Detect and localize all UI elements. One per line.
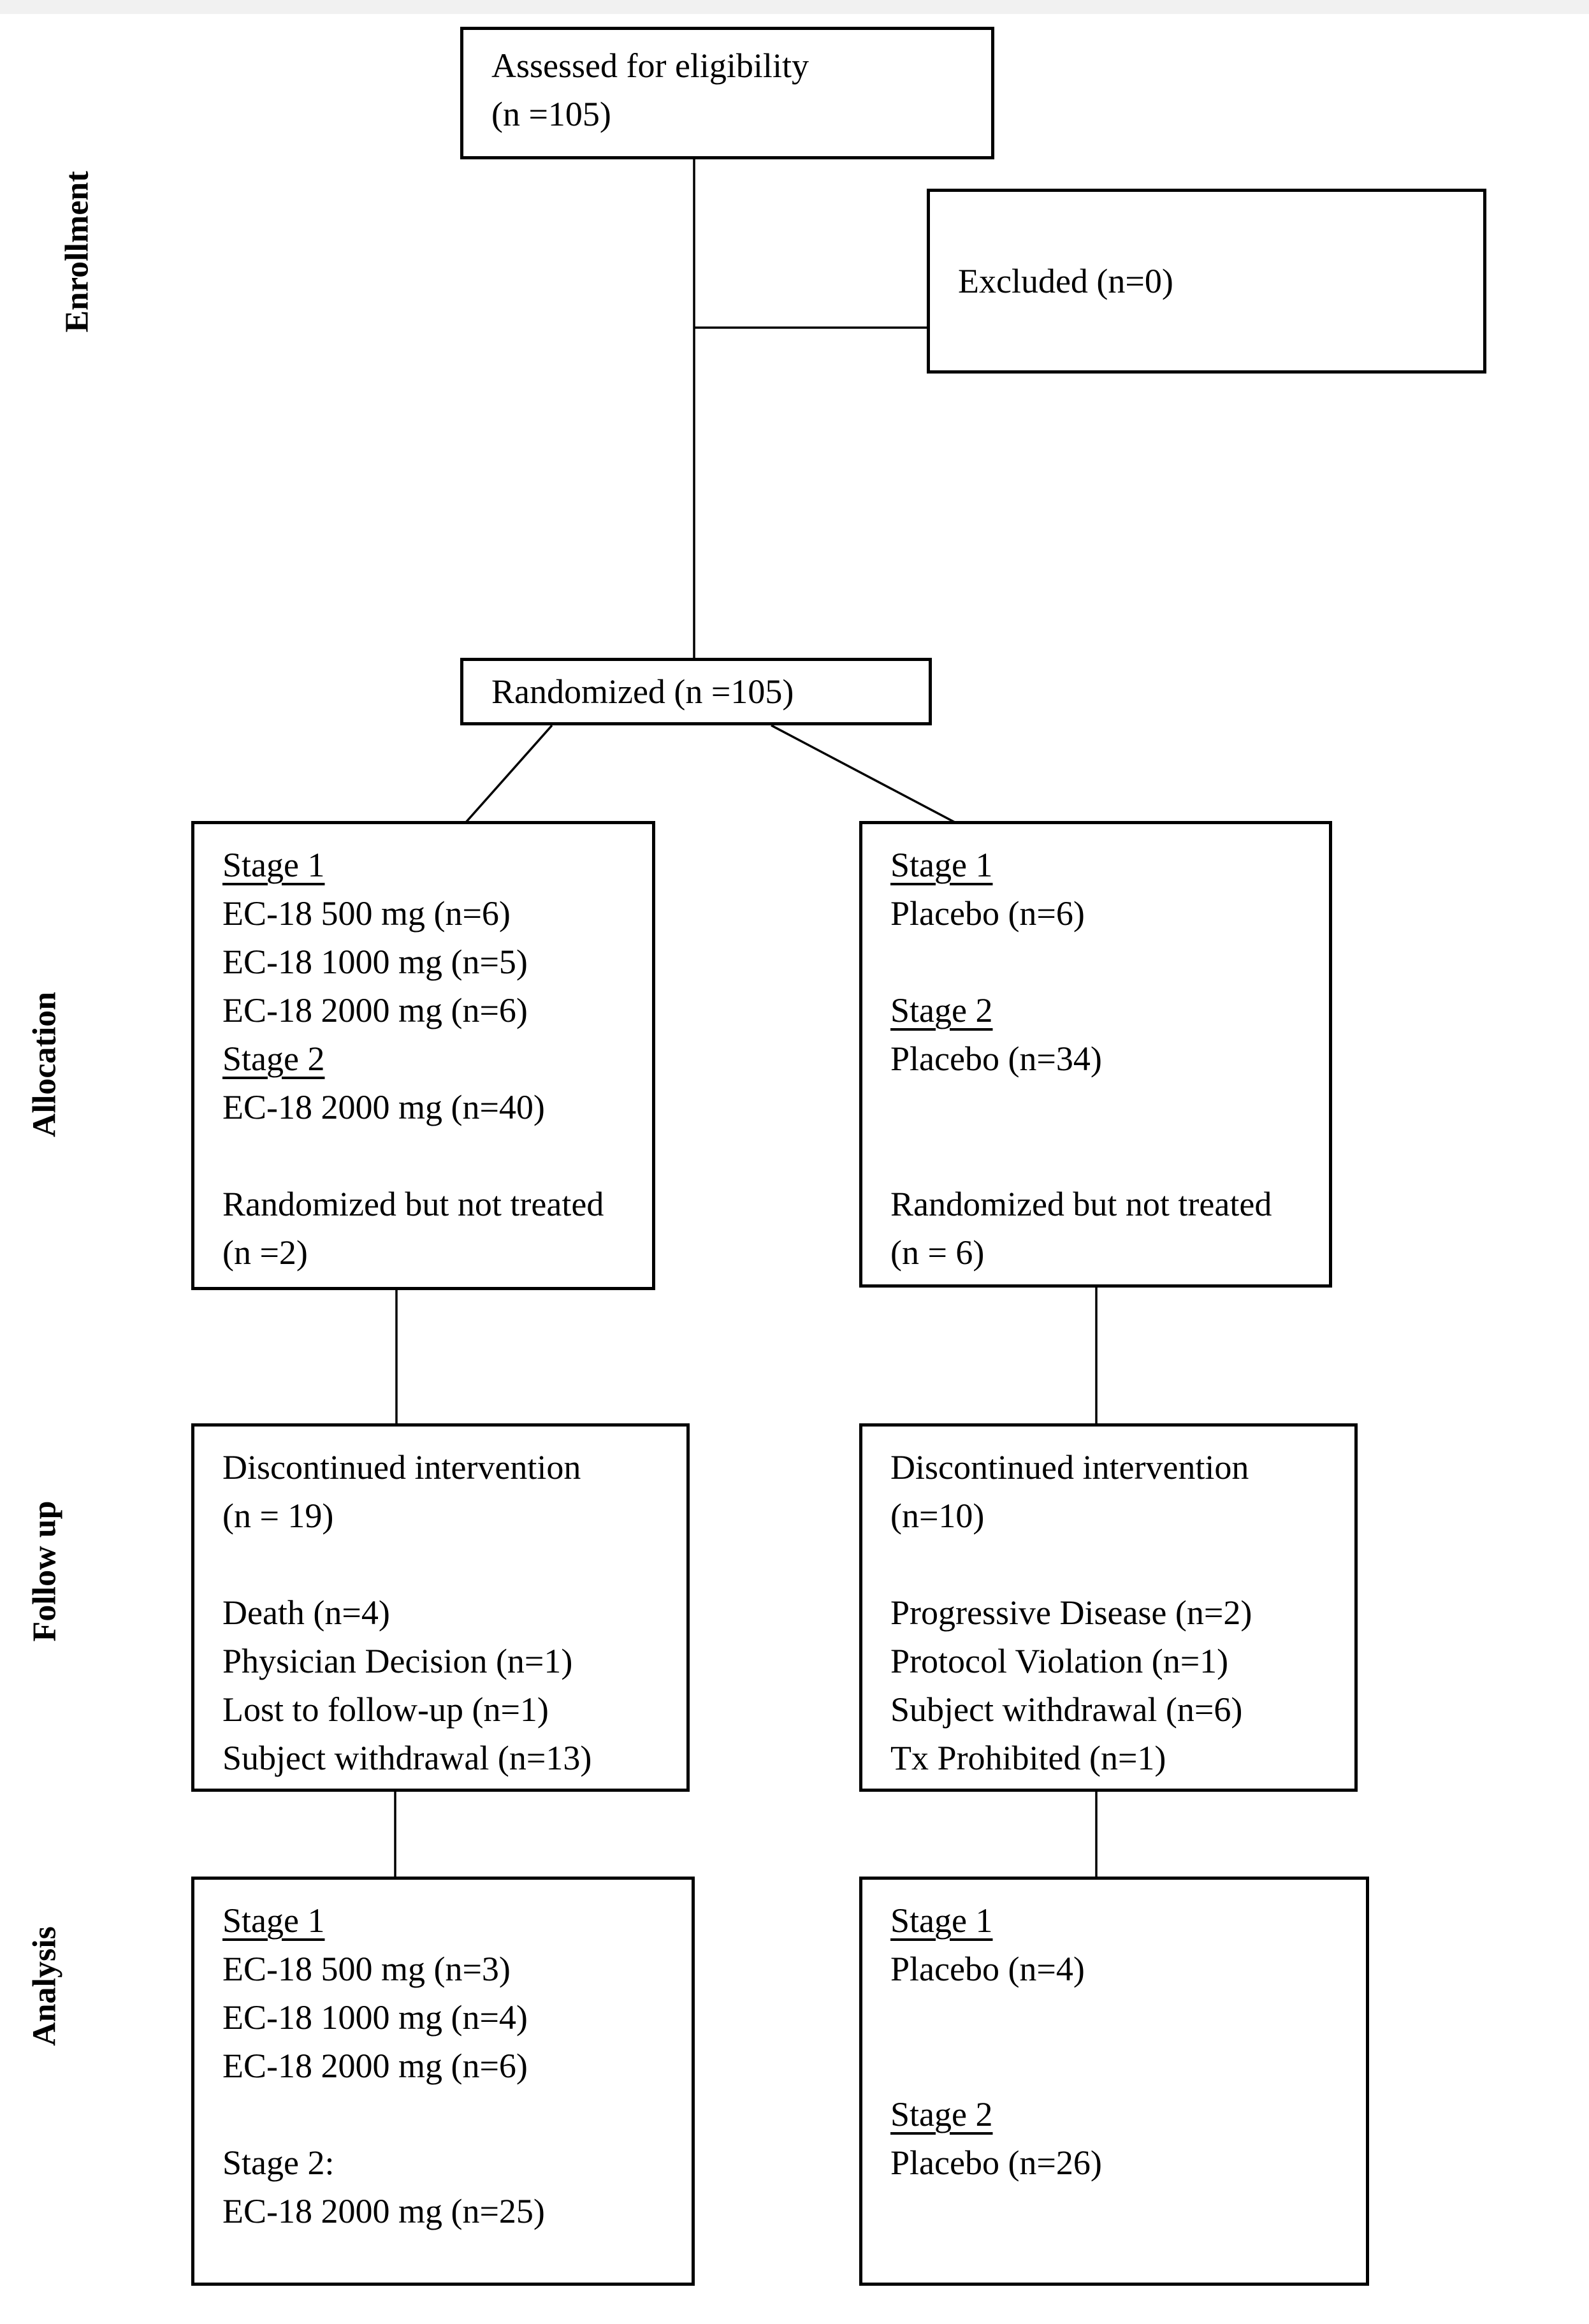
box-line xyxy=(890,1083,1317,1131)
box-line: (n = 6) xyxy=(890,1233,985,1272)
box-line: Stage 2 xyxy=(890,2095,993,2133)
box-line: Stage 2 xyxy=(222,1040,325,1078)
box-line: (n=10) xyxy=(890,1497,985,1535)
connector-randomized-to-allocation-left xyxy=(465,724,553,824)
allocation-placebo-box: Stage 1 Placebo (n=6) Stage 2 Placebo (n=3… xyxy=(859,821,1332,1288)
box-line: Subject withdrawal (n=13) xyxy=(222,1739,592,1777)
box-line: Randomized but not treated xyxy=(890,1185,1272,1223)
box-line: Tx Prohibited (n=1) xyxy=(890,1739,1166,1777)
box-line: Discontinued intervention xyxy=(222,1448,581,1486)
box-line: Stage 2 xyxy=(890,991,993,1029)
phase-label-follow-up: Follow up xyxy=(26,1500,63,1642)
box-line: EC-18 2000 mg (n=40) xyxy=(222,1088,545,1126)
assessed-for-eligibility-box: Assessed for eligibility (n =105) xyxy=(460,27,994,159)
allocation-treatment-box: Stage 1 EC-18 500 mg (n=6) EC-18 1000 mg (… xyxy=(191,821,655,1290)
box-line: Assessed for eligibility xyxy=(491,47,809,85)
connector-randomized-to-allocation-right xyxy=(771,724,955,824)
box-line: EC-18 2000 mg (n=25) xyxy=(222,2192,545,2230)
box-line xyxy=(890,1993,1354,2042)
box-line xyxy=(890,1131,1317,1180)
box-line xyxy=(222,1131,641,1180)
box-line: Discontinued intervention xyxy=(890,1448,1249,1486)
phase-label-allocation: Allocation xyxy=(26,991,63,1138)
box-line xyxy=(890,2042,1354,2090)
box-line: EC-18 2000 mg (n=6) xyxy=(222,2047,528,2085)
box-line: Physician Decision (n=1) xyxy=(222,1642,573,1680)
box-line: Stage 2: xyxy=(222,2144,335,2182)
box-line: Placebo (n=4) xyxy=(890,1950,1085,1988)
randomized-box: Randomized (n =105) xyxy=(460,658,932,725)
box-line: Placebo (n=26) xyxy=(890,2144,1102,2182)
box-line: (n = 19) xyxy=(222,1497,334,1535)
analysis-placebo-box: Stage 1 Placebo (n=4) Stage 2 Placebo (n=2… xyxy=(859,1877,1369,2286)
page-edge-strip xyxy=(0,0,1589,14)
box-line: (n =105) xyxy=(491,95,611,133)
box-line: EC-18 2000 mg (n=6) xyxy=(222,991,528,1029)
box-line xyxy=(890,1540,1343,1588)
phase-label-analysis: Analysis xyxy=(26,1926,63,2046)
box-line: Progressive Disease (n=2) xyxy=(890,1594,1252,1632)
box-line: Excluded (n=0) xyxy=(958,262,1173,300)
box-line: EC-18 1000 mg (n=5) xyxy=(222,943,528,981)
box-line: Subject withdrawal (n=6) xyxy=(890,1690,1243,1729)
box-line: Stage 1 xyxy=(222,1901,325,1940)
box-line xyxy=(222,2090,680,2139)
box-line: Stage 1 xyxy=(890,1901,993,1940)
box-line: EC-18 1000 mg (n=4) xyxy=(222,1998,528,2037)
box-line: Stage 1 xyxy=(890,846,993,884)
box-line: (n =2) xyxy=(222,1233,308,1272)
box-line: Lost to follow-up (n=1) xyxy=(222,1690,549,1729)
box-line: Stage 1 xyxy=(222,846,325,884)
box-line: Placebo (n=34) xyxy=(890,1040,1102,1078)
followup-placebo-box: Discontinued intervention (n=10) Progress… xyxy=(859,1423,1358,1792)
box-line: Randomized (n =105) xyxy=(491,672,794,711)
box-line: Death (n=4) xyxy=(222,1594,390,1632)
box-line xyxy=(222,1540,675,1588)
box-line: EC-18 500 mg (n=6) xyxy=(222,894,511,933)
box-line: Placebo (n=6) xyxy=(890,894,1085,933)
box-line: EC-18 500 mg (n=3) xyxy=(222,1950,511,1988)
excluded-box: Excluded (n=0) xyxy=(927,189,1486,374)
analysis-treatment-box: Stage 1 EC-18 500 mg (n=3) EC-18 1000 mg (… xyxy=(191,1877,695,2286)
followup-treatment-box: Discontinued intervention (n = 19) Death … xyxy=(191,1423,690,1792)
box-line xyxy=(890,938,1317,986)
phase-label-enrollment: Enrollment xyxy=(59,171,96,333)
box-line: Randomized but not treated xyxy=(222,1185,604,1223)
box-line: Protocol Violation (n=1) xyxy=(890,1642,1229,1680)
